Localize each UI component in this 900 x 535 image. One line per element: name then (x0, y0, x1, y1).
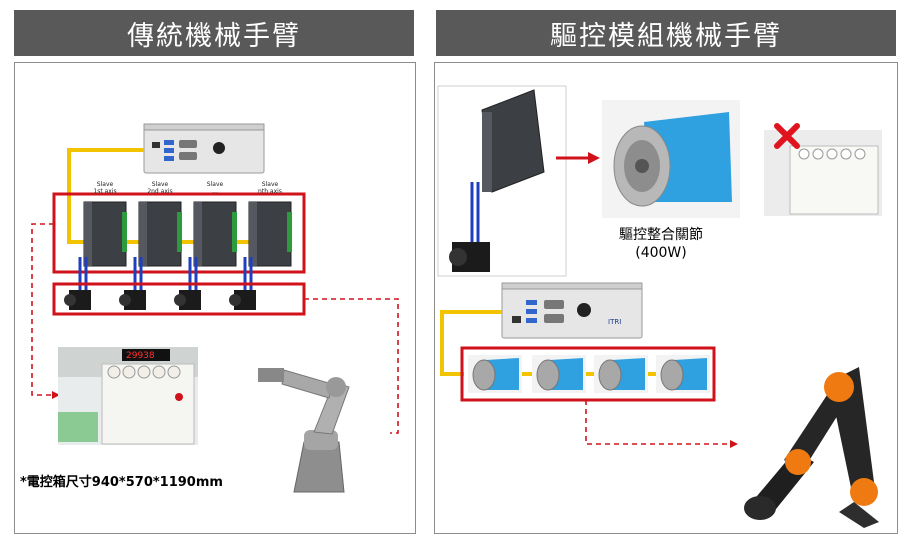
traditional-arm-header: 傳統機械手臂 (14, 10, 414, 56)
joint-caption-line1: 驅控整合關節 (619, 227, 703, 243)
driver-motor-inset (437, 85, 567, 277)
traditional-arm-diagram: 29938 (31, 123, 399, 508)
industrial-pc (143, 123, 265, 174)
servo-driver (83, 201, 127, 267)
joint-module (532, 355, 586, 393)
cabinet-size-note: *電控箱尺寸940*570*1190mm (20, 475, 223, 490)
servo-motor (174, 290, 201, 310)
module-arm-header: 驅控模組機械手臂 (436, 10, 896, 56)
pc-brand-label: ITRI (608, 318, 621, 326)
joint-module (594, 355, 648, 393)
joint-caption-line2: (400W) (635, 245, 687, 261)
axis-label: Slave... (206, 181, 224, 195)
traditional-robot-arm (246, 354, 390, 508)
servo-motor (119, 290, 146, 310)
traditional-arm-title: 傳統機械手臂 (127, 20, 301, 52)
joint-caption: 驅控整合關節 (400W) (596, 226, 726, 262)
robot-link-arrow (585, 400, 730, 445)
joints-highlight-box (460, 346, 716, 402)
servo-motor (64, 290, 91, 310)
servo-driver (138, 201, 182, 267)
cabinet-display: 29938 (126, 351, 155, 361)
integrated-joint-photo (602, 100, 740, 218)
joint-module (468, 355, 522, 393)
ethercat-cable (67, 148, 144, 244)
removed-cabinet-photo (764, 123, 882, 216)
cross-mark-icon (774, 123, 800, 149)
ethercat-cable (440, 310, 502, 376)
module-arm-title: 驅控模組機械手臂 (550, 20, 782, 52)
drivers-highlight-box (52, 192, 306, 274)
modular-robot-arm (744, 367, 879, 528)
cabinet-link-arrow (31, 223, 54, 396)
servo-motor (229, 290, 256, 310)
servo-driver (248, 201, 292, 267)
module-arm-diagram: ITRI (437, 85, 882, 528)
industrial-pc: ITRI (501, 282, 643, 339)
servo-driver (193, 201, 237, 267)
control-cabinet-photo: 29938 (58, 347, 198, 445)
joint-module (656, 355, 710, 393)
